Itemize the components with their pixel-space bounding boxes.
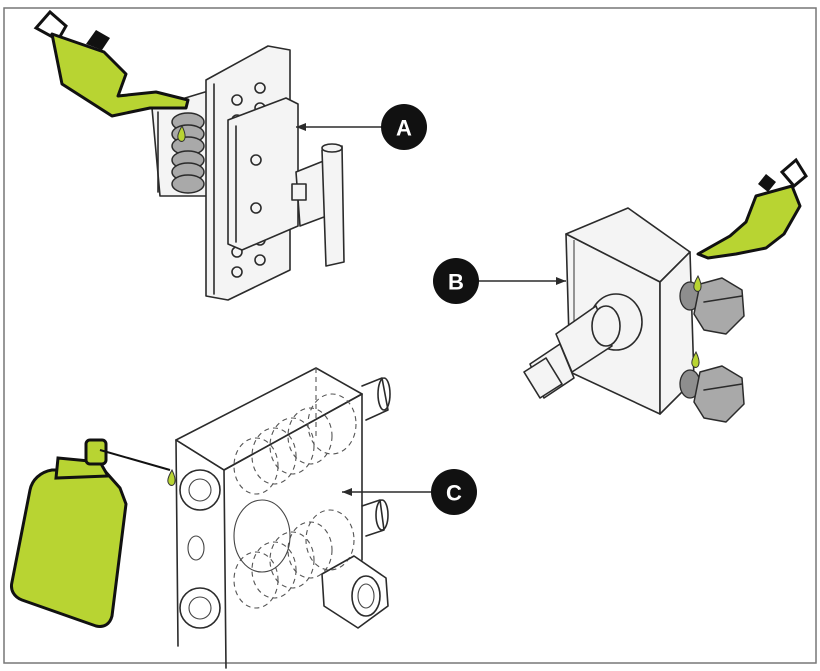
grease-bottle-icon — [10, 438, 171, 628]
oil-can-icon — [696, 157, 808, 260]
oil-drop-icon — [691, 350, 700, 368]
callout-b: B — [433, 258, 479, 304]
block-nut — [321, 555, 389, 629]
oil-drop-icon — [167, 468, 176, 486]
callout-c: C — [431, 469, 477, 515]
callout-c-label: C — [446, 481, 462, 506]
spring-upper — [171, 112, 205, 156]
transparent-block-c — [175, 367, 391, 669]
hinge-assembly-a — [151, 45, 345, 301]
callout-b-label: B — [448, 270, 464, 295]
bolt-upper — [679, 277, 745, 335]
internal-spring-lower — [233, 509, 355, 609]
oil-drop-icon — [177, 124, 186, 142]
internal-spring-upper — [233, 393, 357, 495]
callout-a-label: A — [396, 116, 412, 141]
oil-drop-icon — [693, 274, 702, 292]
oil-can-icon — [33, 9, 190, 118]
hinge-pin — [321, 145, 345, 267]
block-assembly-b — [523, 207, 745, 423]
spring-lower — [171, 150, 205, 194]
bolt-lower — [679, 365, 745, 423]
shaft-nut — [523, 357, 563, 399]
inner-plate — [227, 97, 299, 251]
callout-a: A — [381, 104, 427, 150]
hinge-clip — [291, 183, 307, 201]
diagram-frame — [3, 7, 817, 664]
